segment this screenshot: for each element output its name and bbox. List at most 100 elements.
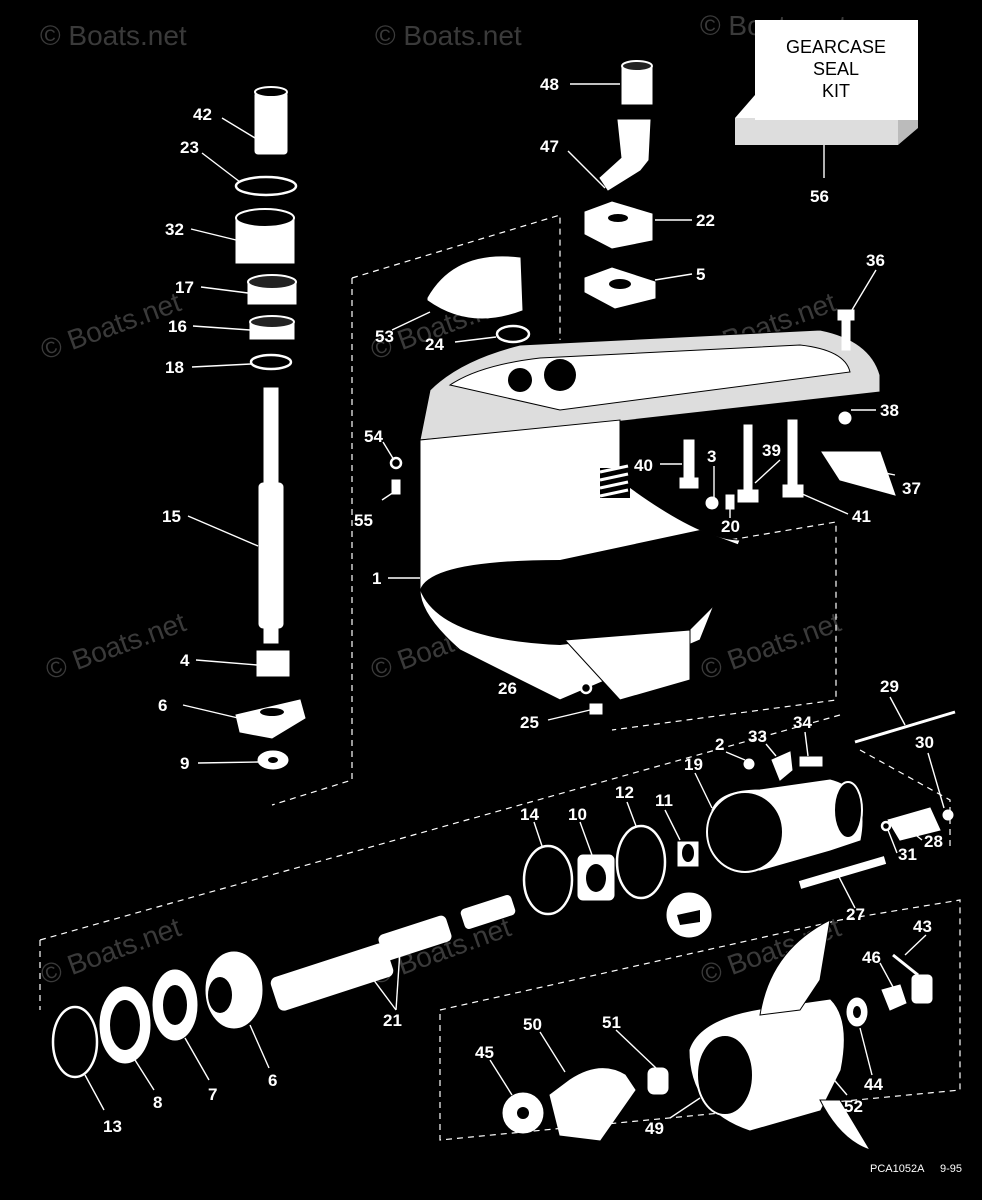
label-32: 32 — [165, 220, 184, 239]
part-37-anode — [821, 451, 896, 496]
bearing-housing-row — [522, 710, 956, 938]
diagram-code: PCA1052A — [870, 1163, 925, 1175]
part-25-screw — [589, 703, 603, 715]
part-48-grommet — [621, 65, 653, 105]
label-52: 52 — [844, 1097, 863, 1116]
label-8: 8 — [153, 1093, 162, 1112]
label-38: 38 — [880, 401, 899, 420]
label-15: 15 — [162, 507, 181, 526]
label-28: 28 — [924, 832, 943, 851]
label-11: 11 — [655, 791, 673, 810]
label-37: 37 — [902, 479, 921, 498]
part-53-cover — [427, 256, 523, 319]
label-47: 47 — [540, 137, 559, 156]
part-43-cotter-pin — [892, 953, 919, 977]
gearcase-seal-kit: GEARCASE SEAL KIT — [735, 20, 918, 178]
part-2-nut — [743, 758, 755, 770]
label-10: 10 — [568, 805, 587, 824]
label-21: 21 — [383, 1011, 402, 1030]
label-5: 5 — [696, 265, 705, 284]
part-47-water-tube — [599, 119, 651, 191]
label-20: 20 — [721, 517, 740, 536]
part-54-washer — [389, 456, 403, 470]
label-16: 16 — [168, 317, 187, 336]
part-28-clip — [887, 807, 941, 841]
part-20-pin — [725, 494, 735, 510]
label-33: 33 — [748, 727, 767, 746]
kit-line1: GEARCASE — [786, 37, 886, 57]
part-31-washer — [880, 820, 892, 832]
propshaft-row — [51, 894, 516, 1079]
part-21-propshaft — [270, 943, 394, 1011]
watermark: © Boats.net — [375, 20, 522, 51]
label-25: 25 — [520, 713, 539, 732]
part-26-washer — [579, 681, 593, 695]
label-53: 53 — [375, 327, 394, 346]
label-30: 30 — [915, 733, 934, 752]
part-15-driveshaft — [263, 387, 279, 484]
label-29: 29 — [880, 677, 899, 696]
label-36: 36 — [866, 251, 885, 270]
driveshaft-stack — [234, 86, 306, 770]
label-41: 41 — [852, 507, 871, 526]
part-55-screw — [391, 479, 401, 495]
part-24-o-ring — [495, 324, 531, 344]
label-24: 24 — [425, 335, 444, 354]
part-41-screw — [787, 419, 798, 491]
part-12-o-ring — [615, 824, 667, 900]
label-31: 31 — [898, 845, 917, 864]
part-30-screw — [942, 809, 954, 821]
label-7: 7 — [208, 1085, 217, 1104]
kit-line2: SEAL — [813, 59, 859, 79]
gearcase-housing — [419, 329, 881, 701]
propeller-assembly — [502, 919, 933, 1151]
label-40: 40 — [634, 456, 653, 475]
part-3-nut — [705, 496, 719, 510]
label-14: 14 — [520, 805, 539, 824]
label-42: 42 — [193, 105, 212, 124]
part-4-bearing — [256, 650, 290, 677]
watermark: © Boats.net — [36, 286, 185, 365]
label-6-forward: 6 — [268, 1071, 277, 1090]
part-34-screw — [799, 756, 823, 767]
part-50-adapter — [549, 1068, 636, 1141]
label-27: 27 — [846, 905, 865, 924]
label-43: 43 — [913, 917, 932, 936]
label-18: 18 — [165, 358, 184, 377]
label-22: 22 — [696, 211, 715, 230]
part-38-nut — [838, 411, 852, 425]
part-29-rod — [854, 710, 956, 744]
label-48: 48 — [540, 75, 559, 94]
label-50: 50 — [523, 1015, 542, 1034]
leader-lines — [84, 83, 945, 1119]
label-12: 12 — [615, 783, 634, 802]
part-6-pinion-gear — [235, 699, 306, 739]
housing-bolts — [389, 309, 896, 715]
label-9: 9 — [180, 754, 189, 773]
label-1: 1 — [372, 569, 381, 588]
label-19: 19 — [684, 755, 703, 774]
water-tube-parts — [427, 60, 656, 344]
part-23-o-ring — [234, 175, 298, 197]
label-55: 55 — [354, 511, 373, 530]
part-18-ring — [249, 353, 293, 371]
callout-labels: 48 47 56 42 23 32 22 5 36 17 16 53 24 18… — [103, 75, 943, 1138]
part-14-o-ring — [522, 844, 574, 916]
label-45: 45 — [475, 1043, 494, 1062]
label-13: 13 — [103, 1117, 122, 1136]
kit-line3: KIT — [822, 81, 850, 101]
part-13-o-ring — [51, 1005, 99, 1079]
label-6: 6 — [158, 696, 167, 715]
label-4: 4 — [180, 651, 190, 670]
watermark: © Boats.net — [41, 606, 190, 685]
label-51: 51 — [602, 1013, 621, 1032]
watermark: © Boats.net — [40, 20, 187, 51]
label-44: 44 — [864, 1075, 883, 1094]
label-17: 17 — [175, 278, 194, 297]
label-56: 56 — [810, 187, 829, 206]
part-33-clip — [771, 751, 793, 781]
part-27-pin — [798, 856, 887, 889]
label-34: 34 — [793, 713, 812, 732]
label-3: 3 — [707, 447, 716, 466]
